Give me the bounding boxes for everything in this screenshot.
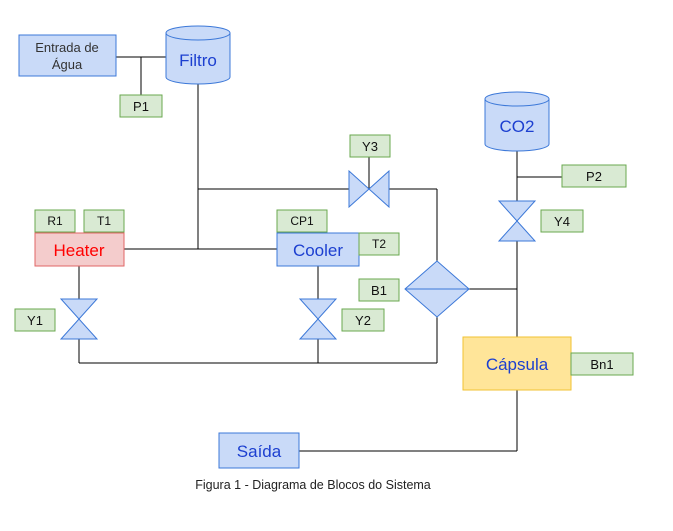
tag-y1: Y1 [14,308,56,332]
heater-block: Heater [34,232,125,267]
tag-y3: Y3 [349,134,391,158]
tag-t2: T2 [358,232,400,256]
cooler-block: Cooler [276,232,360,267]
tag-y3-label: Y3 [362,139,378,154]
tag-r1: R1 [34,209,76,233]
tag-cp1-label: CP1 [290,214,314,228]
valve-y3-icon [348,169,390,209]
tag-y1-label: Y1 [27,313,43,328]
tag-p1-label: P1 [133,99,149,114]
tag-p2-label: P2 [586,169,602,184]
co2-tank: CO2 [484,91,550,152]
tag-p2: P2 [561,164,627,188]
capsule-label: Cápsula [486,355,549,374]
outlet-block: Saída [218,432,300,469]
cooler-label: Cooler [293,241,343,260]
filter-tank: Filtro [165,25,231,85]
tag-p1: P1 [119,94,163,118]
valve-y2-icon [298,298,338,340]
tag-t1-label: T1 [97,214,111,228]
valve-y1-icon [59,298,99,340]
valve-y4-icon [497,200,537,242]
heater-label: Heater [53,241,104,260]
tag-bn1: Bn1 [570,352,634,376]
tag-r1-label: R1 [47,214,63,228]
water-inlet-label-line1: Entrada de [35,40,99,55]
water-inlet-label-line2: Água [52,57,83,72]
tag-t2-label: T2 [372,237,386,251]
figure-caption: Figura 1 - Diagrama de Blocos do Sistema [195,478,431,492]
tag-t1: T1 [83,209,125,233]
mixer-b1-diamond [404,260,470,318]
tag-y4: Y4 [540,209,584,233]
connection-lines [78,56,562,452]
tag-y2: Y2 [341,308,385,332]
tag-y4-label: Y4 [554,214,570,229]
outlet-label: Saída [237,442,282,461]
tag-b1: B1 [358,278,400,302]
water-inlet-block: Entrada de Água [18,34,117,77]
filter-label: Filtro [179,51,217,70]
tag-y2-label: Y2 [355,313,371,328]
co2-label: CO2 [500,117,535,136]
tag-b1-label: B1 [371,283,387,298]
capsule-block: Cápsula [462,336,572,391]
tag-bn1-label: Bn1 [590,357,613,372]
tag-cp1: CP1 [276,209,328,233]
